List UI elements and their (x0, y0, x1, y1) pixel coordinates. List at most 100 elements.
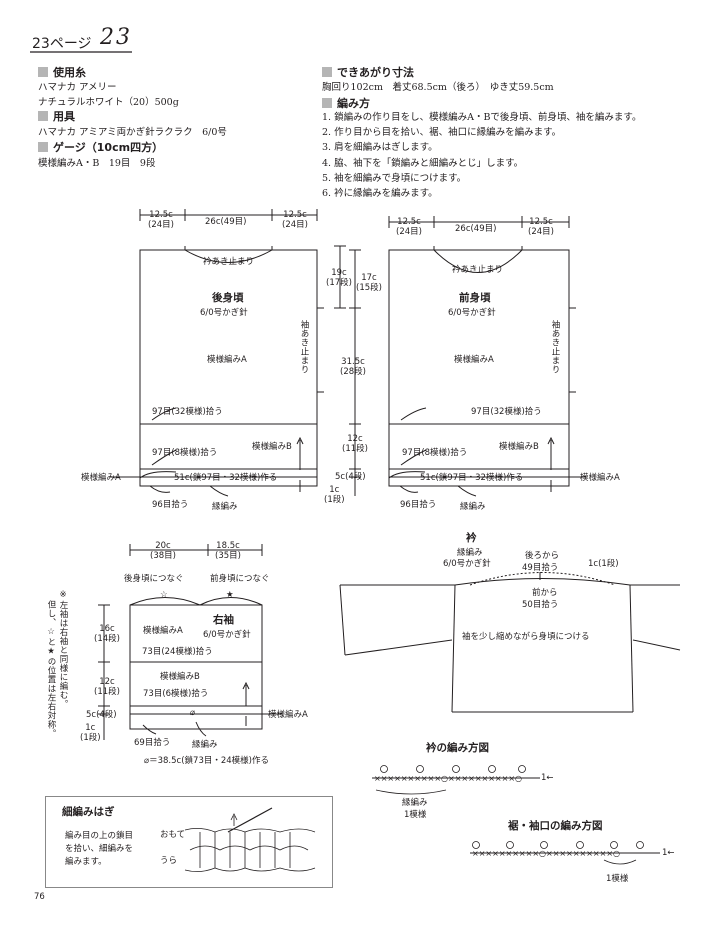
sleeve-pattern-a: 模様編みA (143, 626, 183, 636)
front-hook: 6/0号かぎ針 (448, 308, 496, 318)
yarn-line-1: ハマナカ アメリー (38, 82, 117, 93)
sleeve-pick-b: 73目(6模様)拾う (143, 689, 209, 699)
collar-hook: 6/0号かぎ針 (443, 559, 491, 569)
hem-stitch-chart: ××××××××××○××××××××××○ (472, 849, 620, 858)
method-steps: 1. 鎖編みの作り目をし、模様編みA・Bで後身頃、前身頃、袖を編みます。 2. … (322, 110, 641, 201)
page-footer-number: 76 (34, 892, 45, 902)
front-pattern-b: 模様編みB (499, 442, 539, 452)
back-right-width: 12.5c(24目) (282, 210, 308, 230)
back-body-outline (139, 249, 318, 487)
sleeve-width-1: 20c(38目) (150, 541, 176, 561)
page-label: 23ページ (32, 36, 92, 52)
back-edge: 縁編み (212, 502, 238, 512)
method-step: 5. 袖を細編みで身頃につけます。 (322, 172, 467, 184)
sleeve-join-front: 前身頃につなぐ (210, 574, 270, 584)
tool-section-title: 用具 (38, 108, 75, 124)
collar-back-pick: 49目拾う (522, 563, 559, 573)
collar-row: 1c(1段) (588, 559, 619, 569)
sleeve-side-note-1: ※左袖は右袖と同様に編む。 (58, 590, 68, 709)
square-icon (322, 98, 332, 108)
square-icon (38, 67, 48, 77)
star-open-icon: ☆ (160, 590, 168, 600)
back-hook: 6/0号かぎ針 (200, 308, 248, 318)
back-pattern-b: 模様編みB (252, 442, 292, 452)
dim-1: 1c(1段) (324, 485, 345, 505)
collar-title: 衿 (466, 532, 477, 544)
front-left-width: 12.5c(24目) (396, 217, 422, 237)
back-title: 後身頃 (212, 292, 244, 304)
hem-chart-title: 裾・袖口の編み方図 (508, 820, 603, 832)
sleeve-h16: 16c(14段) (94, 624, 120, 644)
back-pick-edge: 96目拾う (152, 500, 189, 510)
front-pattern-a-side: 模様編みA (580, 473, 620, 483)
method-step: 1. 鎖編みの作り目をし、模様編みA・Bで後身頃、前身頃、袖を編みます。 (322, 112, 642, 123)
seam-note-box (45, 796, 333, 888)
star-filled-icon: ★ (226, 590, 234, 600)
dim-31-5: 31.5c(28段) (340, 357, 366, 377)
sleeve-side-note-2: 但し、☆と★の位置は左右対称。 (46, 600, 56, 738)
back-chain: 51c(鎖97目・32模様)作る (174, 473, 278, 483)
square-icon (322, 67, 332, 77)
svg-text:××××××××××○××××××××××○: ××××××××××○××××××××××○ (472, 849, 620, 858)
sleeve-width-2: 18.5c(35目) (215, 541, 241, 561)
collar-stitch-chart: ××××××××××○××××××××××○ (374, 774, 522, 783)
dim-5: 5c(4段) (335, 472, 366, 482)
method-title: 編み方 (322, 95, 370, 111)
hem-chart-repeat: 1模様 (606, 874, 629, 884)
front-right-width: 12.5c(24目) (528, 217, 554, 237)
collar-chart-repeat: 1模様 (404, 810, 427, 820)
back-pick-b: 97目(8模様)拾う (152, 448, 218, 458)
square-icon (38, 142, 48, 152)
yarn-section-title: 使用糸 (38, 64, 86, 80)
seam-front-label: おもて (160, 830, 186, 840)
finished-size-line: 胸回り102cm 着丈68.5cm（後ろ） ゆき丈59.5cm (322, 82, 554, 93)
back-pattern-a: 模様編みA (207, 355, 247, 365)
gauge-section-title: ゲージ（10cm四方） (38, 139, 163, 155)
sleeve-h5: 5c(4段) (86, 710, 117, 720)
front-chain: 51c(鎖97目・32模様)作る (420, 473, 524, 483)
back-collar-stop: 衿あき止まり (203, 257, 255, 267)
hem-chart-row-label: 1← (662, 848, 675, 858)
sleeve-join-back: 後身頃につなぐ (124, 574, 184, 584)
method-step: 2. 作り目から目を拾い、裾、袖口に縁編みを編みます。 (322, 127, 562, 139)
front-body-outline (388, 249, 570, 487)
seam-note-text: 編み目の上の鎖目 を拾い、細編みを 編みます。 (65, 831, 134, 867)
collar-chart-row-label: 1← (541, 773, 554, 783)
sleeve-chain-note: ⌀＝38.5c(鎖73目・24模様)作る (144, 756, 269, 766)
front-pick-edge: 96目拾う (400, 500, 437, 510)
method-step: 4. 脇、袖下を「鎖編みと細編みとじ」します。 (322, 157, 524, 169)
back-pattern-a-side: 模様編みA (81, 473, 121, 483)
front-pattern-a: 模様編みA (454, 355, 494, 365)
page-number-heading: 23 (100, 25, 132, 50)
finished-size-title: できあがり寸法 (322, 64, 414, 80)
front-sleeve-stop: 袖あき止まり (550, 320, 560, 374)
sleeve-pick-a: 73目(24模様)拾う (142, 647, 213, 657)
seam-back-label: うら (160, 856, 178, 866)
seam-illustration (184, 807, 316, 872)
sleeve-edge: 縁編み (192, 740, 218, 750)
back-mid-width: 26c(49目) (205, 217, 247, 227)
front-edge: 縁編み (460, 502, 486, 512)
sleeve-h1: 1c(1段) (80, 723, 101, 743)
front-title: 前身頃 (459, 292, 491, 304)
sleeve-hook: 6/0号かぎ針 (203, 630, 251, 640)
back-pick-a: 97目(32模様)拾う (152, 407, 223, 417)
method-step: 3. 肩を細編みはぎします。 (322, 142, 438, 154)
collar-attach-note: 袖を少し縮めながら身頃につける (462, 632, 590, 642)
sleeve-pattern-b: 模様編みB (160, 672, 200, 682)
square-icon (38, 111, 48, 121)
collar-edge: 縁編み (457, 548, 483, 558)
tool-line: ハマナカ アミアミ両かぎ針ラクラク 6/0号 (38, 127, 227, 138)
sleeve-outline (129, 604, 263, 730)
front-pick-b: 97目(8模様)拾う (402, 448, 468, 458)
sleeve-pick-edge: 69目拾う (134, 738, 171, 748)
sleeve-h12: 12c(11段) (94, 677, 120, 697)
yarn-line-2: ナチュラルホワイト（20）500g (38, 97, 179, 108)
collar-front-pick: 50目拾う (522, 600, 559, 610)
collar-front-from: 前から (532, 588, 558, 598)
svg-text:××××××××××○××××××××××○: ××××××××××○××××××××××○ (374, 774, 522, 783)
collar-chart-title: 衿の編み方図 (426, 742, 489, 754)
sleeve-circle-icon: ⌀ (190, 708, 196, 718)
back-sleeve-stop: 袖あき止まり (299, 320, 309, 374)
